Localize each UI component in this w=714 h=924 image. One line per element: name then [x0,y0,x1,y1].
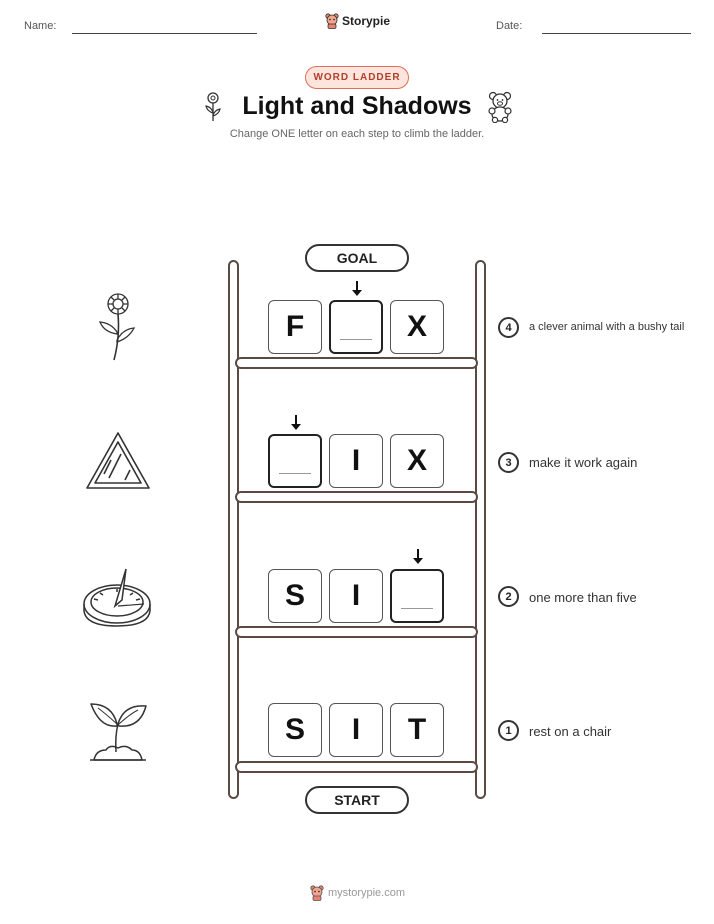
change-arrow-icon [413,549,423,564]
letter-tile: X [390,300,444,354]
flower-icon [99,293,136,361]
brand-logo: Storypie [325,13,390,29]
letter-tile: I [329,434,383,488]
clue-text: make it work again [529,455,638,470]
blank-letter-tile[interactable] [390,569,444,623]
change-arrow-icon [291,415,301,430]
brand-name: Storypie [342,14,391,28]
step-number: 3 [498,452,519,473]
step-number: 1 [498,720,519,741]
worksheet-title: Light and Shadows [242,92,472,120]
letter-tile: F [268,300,322,354]
step-number: 2 [498,586,519,607]
letter-tile: S [268,569,322,623]
start-label: START [305,786,409,814]
letter-tile: S [268,703,322,757]
footer-url: mystorypie.com [328,887,406,899]
blank-letter-tile[interactable] [268,434,322,488]
sundial-icon [83,568,151,627]
sprout-icon [90,703,147,761]
bear-logo-icon [325,13,339,29]
footer: mystorypie.com [310,885,405,901]
letter-tile: T [390,703,444,757]
letter-tile: I [329,569,383,623]
worksheet-type-badge: WORD LADDER [305,66,409,89]
letter-tile: I [329,703,383,757]
blank-letter-tile[interactable] [329,300,383,354]
prism-icon [86,432,150,489]
step-number: 4 [498,317,519,338]
date-label: Date: [496,20,523,32]
change-arrow-icon [352,281,362,296]
clue-text: a clever animal with a bushy tail [529,321,685,333]
teddy-bear-icon [488,91,512,123]
bear-logo-icon [310,885,324,901]
small-flower-icon [205,92,221,121]
goal-label: GOAL [305,244,409,272]
clue-text: rest on a chair [529,724,612,739]
date-line[interactable] [542,33,691,34]
clue-text: one more than five [529,590,637,605]
name-label: Name: [24,20,57,32]
letter-tile: X [390,434,444,488]
instructions: Change ONE letter on each step to climb … [229,128,485,140]
name-line[interactable] [72,33,257,34]
